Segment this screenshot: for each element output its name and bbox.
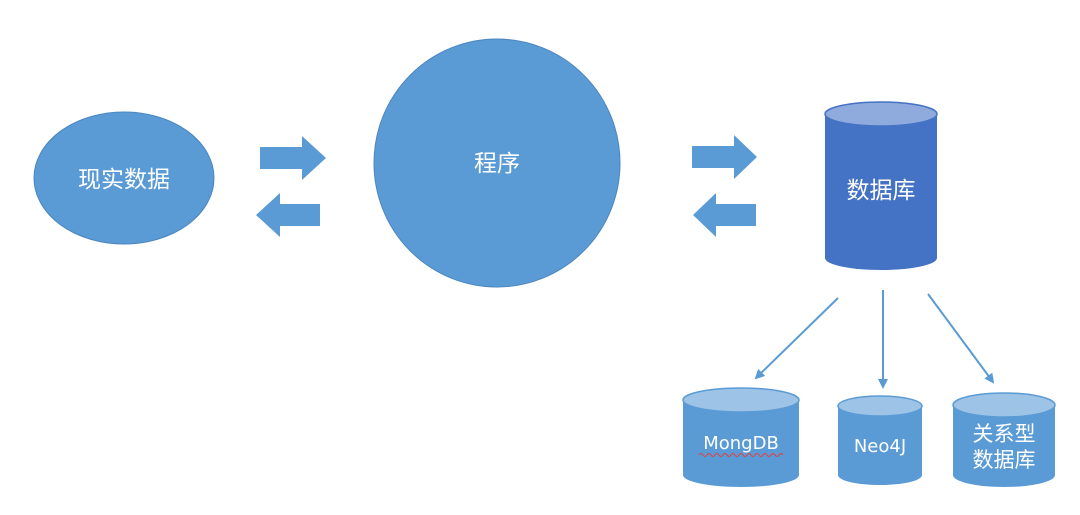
- arrow-right-to-database: [692, 135, 757, 179]
- neo4j-label: Neo4J: [854, 436, 906, 457]
- connector-to-mongodb: [754, 297, 839, 380]
- arrow-left-to-program: [693, 193, 756, 237]
- program-label: 程序: [474, 151, 520, 177]
- real-data-label: 现实数据: [78, 167, 170, 193]
- relational-db-label-line2: 数据库: [973, 448, 1036, 472]
- arrow-right-to-program: [260, 136, 326, 180]
- mongodb-node: MongDB: [682, 387, 800, 487]
- relational-db-label-line1: 关系型: [973, 422, 1036, 446]
- connector-to-relational: [927, 293, 995, 384]
- real-data-node: 现实数据: [33, 111, 215, 245]
- database-node: 数据库: [824, 101, 938, 270]
- database-label: 数据库: [847, 178, 916, 204]
- mongodb-label: MongDB: [703, 433, 779, 454]
- relational-db-node: 关系型 数据库: [952, 392, 1056, 487]
- spellcheck-underline: [698, 453, 784, 457]
- arrow-left-to-real-data: [256, 193, 320, 237]
- program-node: 程序: [373, 38, 621, 288]
- neo4j-node: Neo4J: [837, 395, 923, 485]
